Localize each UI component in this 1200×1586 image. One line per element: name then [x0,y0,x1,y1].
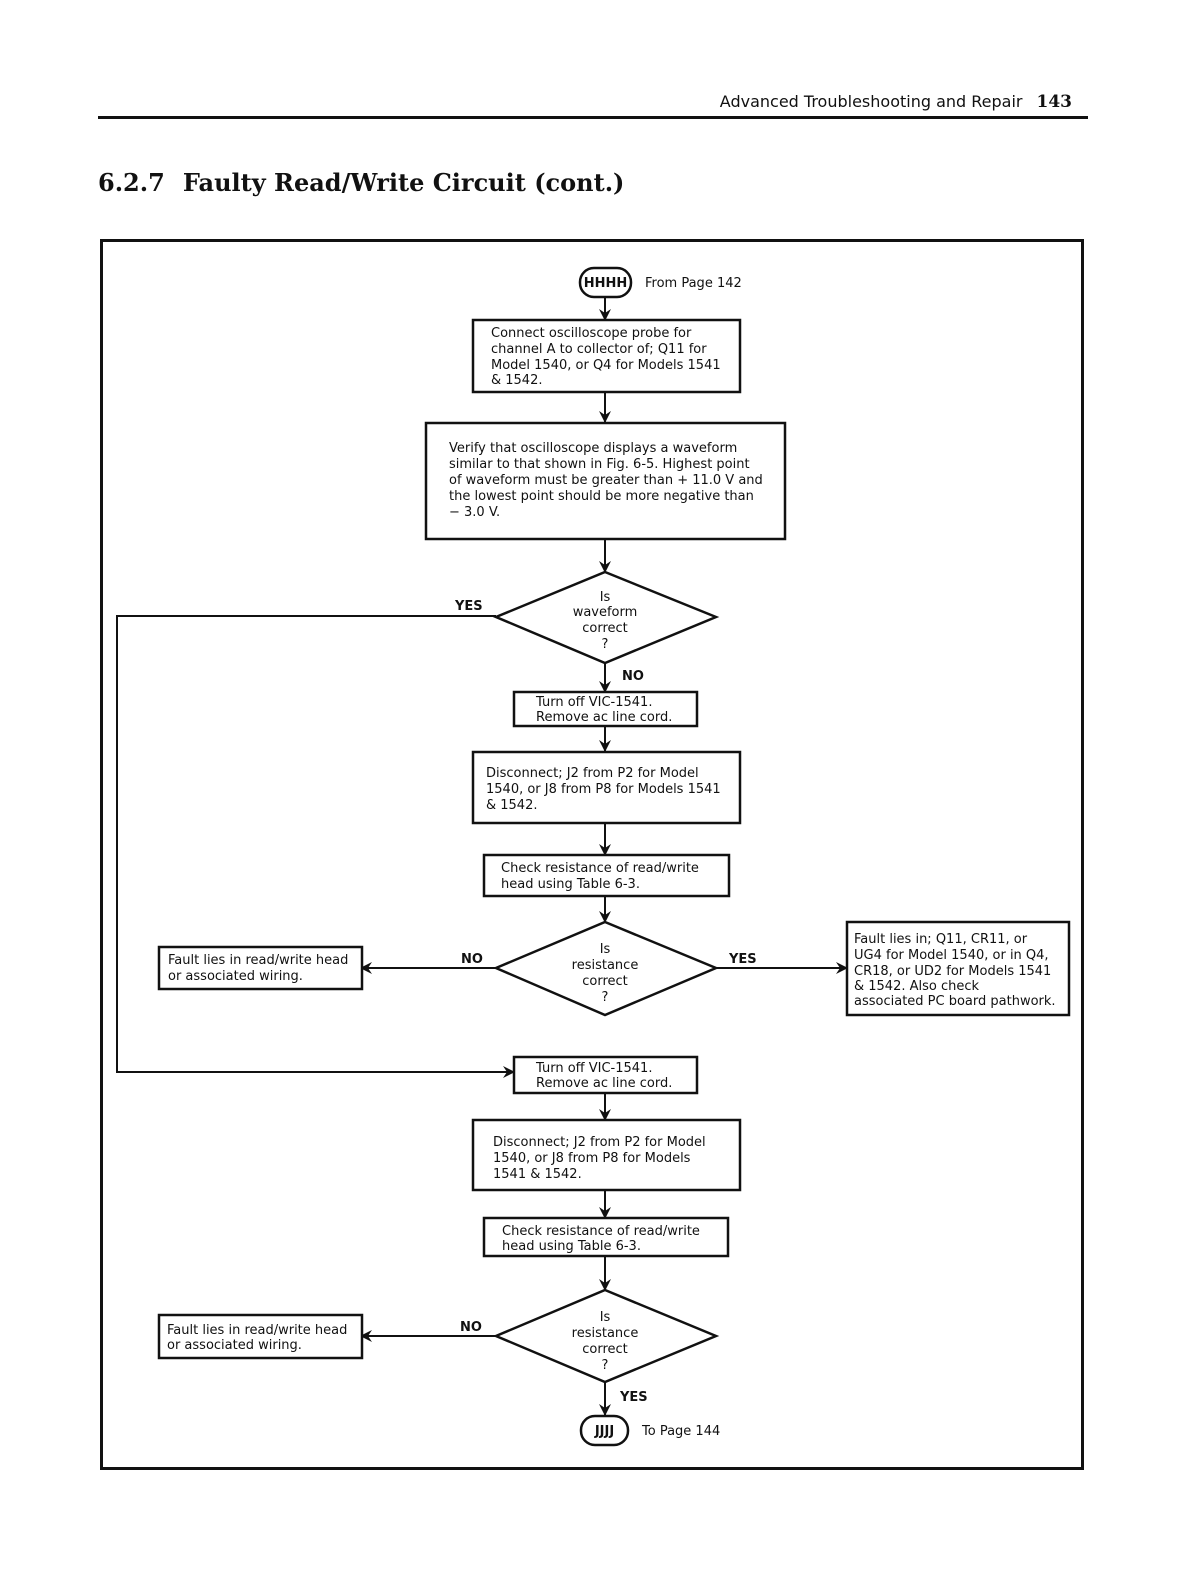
step-disconnect-1-line: Disconnect; J2 from P2 for Model [486,766,699,781]
decision-waveform: Is waveform correct ? YES NO [454,570,720,684]
step-disconnect-2-box [471,1118,742,1192]
decision-resistance-1-yes-label: YES [728,952,757,967]
fault-head-1-box [157,945,364,991]
step-verify-box [424,421,787,541]
step-turnoff-2: Turn off VIC-1541. Remove ac line cord. [512,1055,699,1095]
end-connector-shape [579,1414,630,1447]
step-check-2: Check resistance of read/write head usin… [482,1216,730,1258]
fault-circuit: Fault lies in; Q11, CR11, or UG4 for Mod… [845,920,1071,1017]
decision-resistance-1-line: ? [602,990,609,1005]
decision-resistance-2-line: correct [582,1342,628,1357]
end-connector-note: To Page 144 [641,1424,720,1439]
decision-resistance-1-diamond [492,920,720,1017]
decision-resistance-2-line: resistance [572,1326,639,1341]
step-disconnect-2: Disconnect; J2 from P2 for Model 1540, o… [471,1118,742,1192]
step-disconnect-1-line: & 1542. [486,798,538,813]
step-verify-line: − 3.0 V. [449,505,500,520]
end-connector: JJJJ To Page 144 [579,1414,720,1447]
step-check-1-line: head using Table 6-3. [501,877,640,892]
decision-resistance-1-line: Is [600,942,611,957]
arrow-waveform-yes [116,615,515,1078]
step-check-2-box [482,1216,730,1258]
start-connector: HHHH From Page 142 [578,266,742,299]
section-number: 6.2.7 [98,168,165,197]
start-connector-note: From Page 142 [645,276,742,291]
step-probe-line: & 1542. [491,373,543,388]
step-turnoff-2-box [512,1055,699,1095]
decision-waveform-line: ? [602,637,609,652]
decision-resistance-1-no-label: NO [461,952,483,967]
decision-resistance-2-no-label: NO [460,1320,482,1335]
step-disconnect-1: Disconnect; J2 from P2 for Model 1540, o… [471,750,742,825]
step-turnoff-2-line: Remove ac line cord. [536,1076,672,1091]
fault-circuit-box [845,920,1071,1017]
fault-head-1: Fault lies in read/write head or associa… [157,945,364,991]
step-check-1: Check resistance of read/write head usin… [482,853,731,898]
step-verify-line: of waveform must be greater than + 11.0 … [449,473,763,488]
step-disconnect-1-box [471,750,742,825]
section-title: Faulty Read/Write Circuit (cont.) [182,168,625,197]
step-turnoff-1-line: Turn off VIC-1541. [535,695,652,710]
fault-circuit-line: CR18, or UD2 for Models 1541 [854,964,1051,979]
fault-circuit-line: UG4 for Model 1540, or in Q4, [854,948,1049,963]
step-probe-line: Connect oscilloscope probe for [491,326,692,341]
decision-resistance-2-line: ? [602,1358,609,1373]
step-turnoff-1: Turn off VIC-1541. Remove ac line cord. [512,690,699,728]
step-check-1-line: Check resistance of read/write [501,861,699,876]
fault-head-1-line: or associated wiring. [168,969,303,984]
step-verify-line: Verify that oscilloscope displays a wave… [449,441,737,456]
fault-circuit-line: associated PC board pathwork. [854,994,1056,1009]
header-rule [98,116,1088,119]
section-heading: 6.2.7 Faulty Read/Write Circuit (cont.) [98,168,624,197]
running-head: Advanced Troubleshooting and Repair 143 [720,92,1072,112]
decision-waveform-line: Is [600,590,611,605]
fault-circuit-line: Fault lies in; Q11, CR11, or [854,932,1028,947]
step-disconnect-2-line: Disconnect; J2 from P2 for Model [493,1135,706,1150]
step-disconnect-2-line: 1541 & 1542. [493,1167,582,1182]
decision-waveform-no-label: NO [622,669,644,684]
fault-circuit-line: & 1542. Also check [854,979,980,994]
step-disconnect-1-line: 1540, or J8 from P8 for Models 1541 [486,782,721,797]
fault-head-2: Fault lies in read/write head or associa… [157,1313,364,1360]
start-connector-label: HHHH [584,276,628,291]
flowchart-frame [100,239,1084,1470]
step-turnoff-1-box [512,690,699,728]
decision-resistance-1-line: resistance [572,958,639,973]
step-probe: Connect oscilloscope probe for channel A… [471,318,742,394]
step-disconnect-2-line: 1540, or J8 from P8 for Models [493,1151,691,1166]
decision-waveform-line: waveform [573,605,638,620]
decision-waveform-yes-label: YES [454,599,483,614]
running-title: Advanced Troubleshooting and Repair [719,92,1023,111]
decision-resistance-2: Is resistance correct ? NO YES [460,1288,720,1405]
decision-waveform-line: correct [582,621,628,636]
step-verify: Verify that oscilloscope displays a wave… [424,421,787,541]
step-turnoff-1-line: Remove ac line cord. [536,710,672,725]
decision-resistance-2-diamond [492,1288,720,1384]
page-number: 143 [1036,92,1073,112]
step-verify-line: the lowest point should be more negative… [449,489,754,504]
step-check-2-line: Check resistance of read/write [502,1224,700,1239]
decision-resistance-2-line: Is [600,1310,611,1325]
start-connector-shape [578,266,633,299]
decision-resistance-1: Is resistance correct ? NO YES [461,920,757,1017]
decision-resistance-2-yes-label: YES [619,1390,648,1405]
flow-lines [116,298,848,1416]
fault-head-2-line: Fault lies in read/write head [167,1323,347,1338]
step-probe-box [471,318,742,394]
step-turnoff-2-line: Turn off VIC-1541. [535,1061,652,1076]
end-connector-label: JJJJ [594,1424,614,1439]
step-verify-line: similar to that shown in Fig. 6-5. Highe… [449,457,750,472]
fault-head-2-line: or associated wiring. [167,1338,302,1353]
fault-head-1-line: Fault lies in read/write head [168,953,348,968]
decision-waveform-diamond [492,570,720,665]
step-check-1-box [482,853,731,898]
step-probe-line: channel A to collector of; Q11 for [491,342,707,357]
fault-head-2-box [157,1313,364,1360]
step-probe-line: Model 1540, or Q4 for Models 1541 [491,358,721,373]
step-check-2-line: head using Table 6-3. [502,1239,641,1254]
decision-resistance-1-line: correct [582,974,628,989]
